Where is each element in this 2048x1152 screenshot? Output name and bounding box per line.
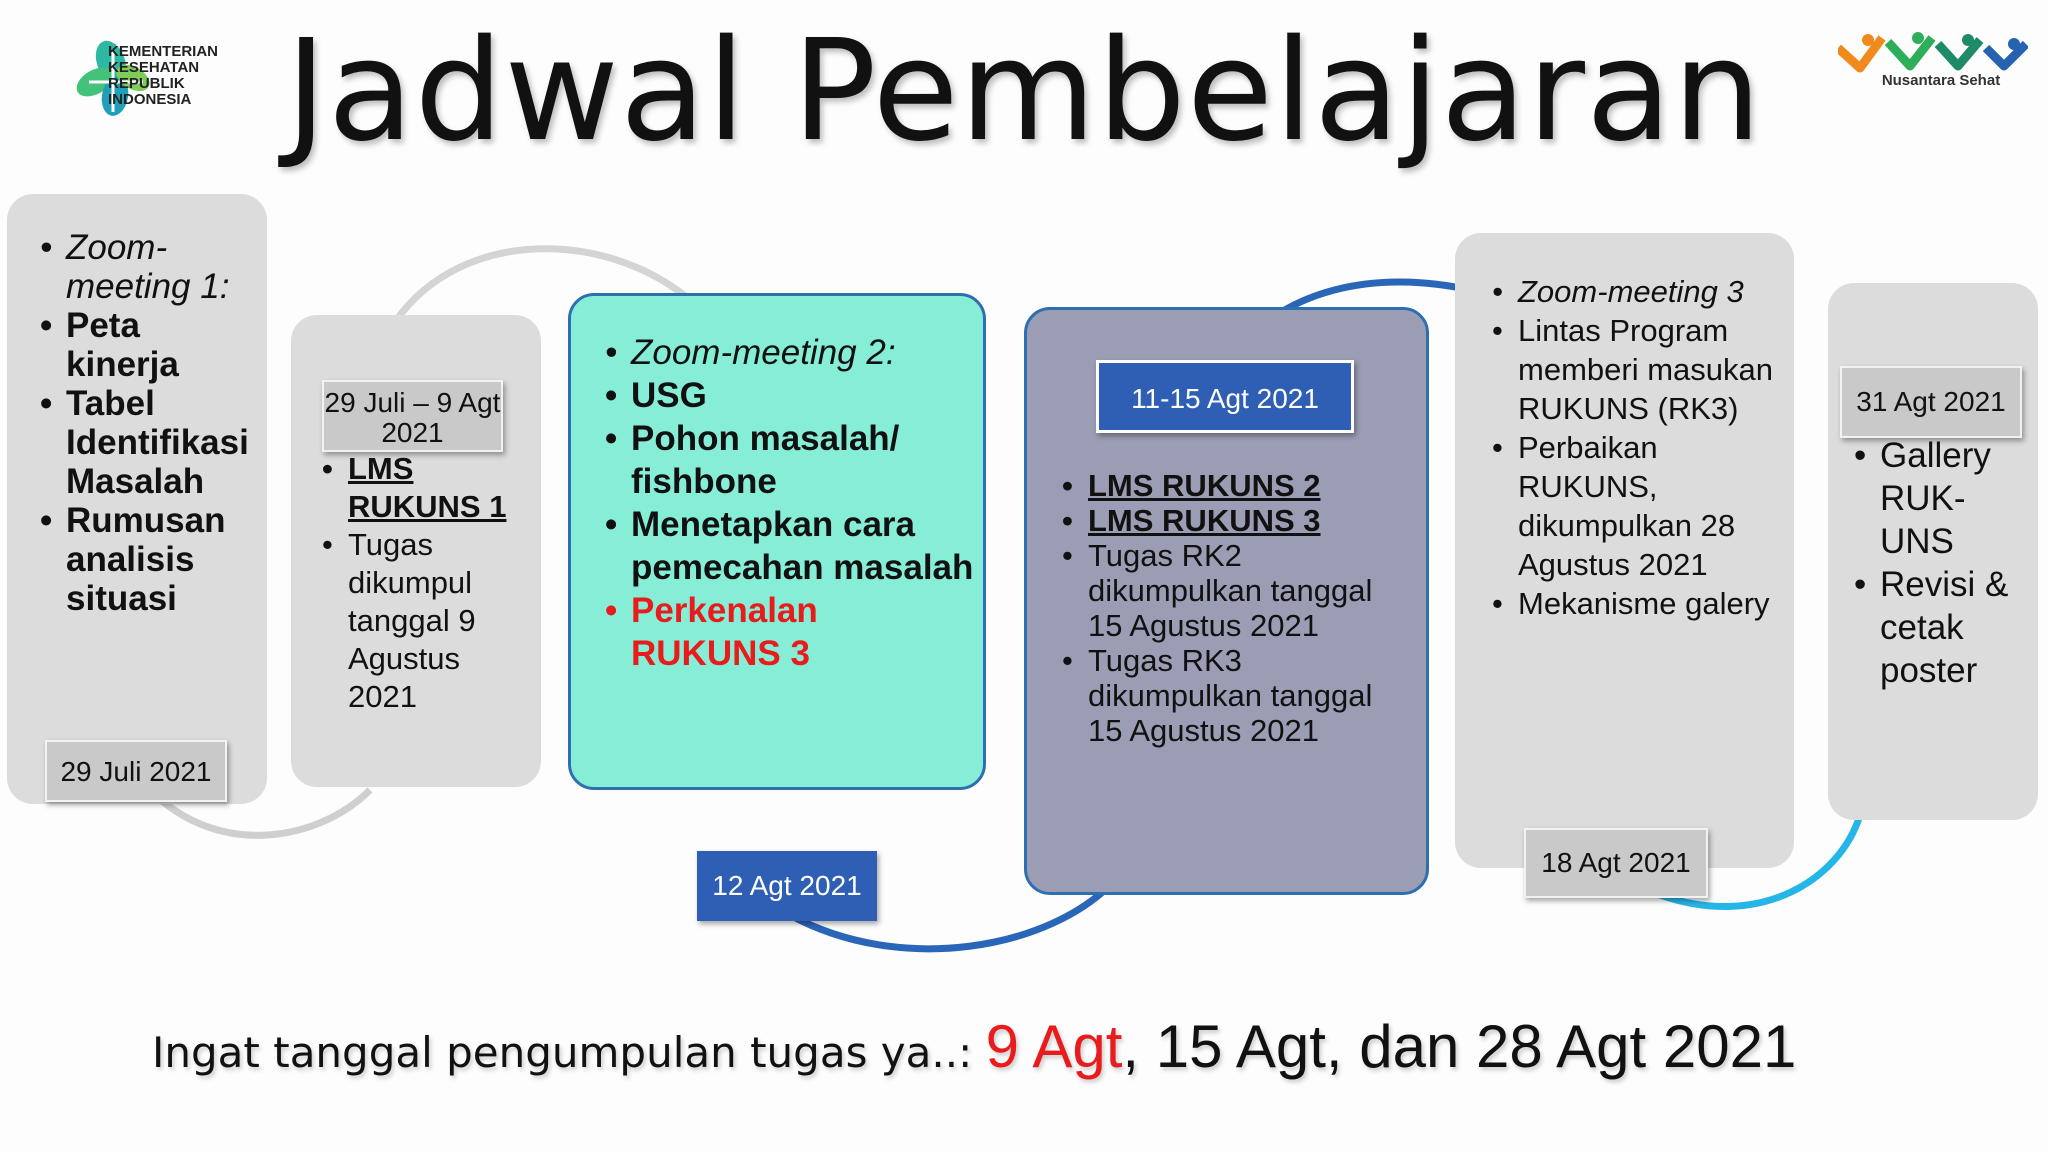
step-4-item-3: Tugas RK2 dikumpulkan tanggal 15 Agustus… — [1062, 538, 1412, 643]
step-5-item-2: Lintas Program memberi masukan RUKUNS (R… — [1492, 311, 1792, 428]
step-4-item-2: LMS RUKUNS 3 — [1062, 503, 1412, 538]
kemenkes-line-3: REPUBLIK — [108, 75, 185, 92]
kemenkes-wordmark: KEMENTERIAN KESEHATAN REPUBLIK INDONESIA — [108, 44, 218, 108]
deadline-reminder: Ingat tanggal pengumpulan tugas ya..: 9 … — [152, 1012, 1796, 1081]
step-5-item-1: Zoom-meeting 3 — [1492, 272, 1792, 311]
step-5-item-4: Mekanisme galery — [1492, 584, 1792, 623]
step-2-item-2: Tugas dikumpul tanggal 9 Agustus 2021 — [322, 526, 532, 716]
step-2-date-label: 29 Juli – 9 Agt 2021 — [322, 380, 503, 452]
page-title: Jadwal Pembelajaran — [285, 10, 1763, 173]
nusantara-sehat-icon — [1838, 32, 2028, 73]
step-3-item-2: USG — [605, 374, 975, 417]
step-6-item-1: Gallery RUK-UNS — [1854, 434, 2024, 563]
kemenkes-line-1: KEMENTERIAN — [108, 43, 219, 60]
blue-arc-bottom — [788, 877, 1118, 953]
step-1-date-label: 29 Juli 2021 — [45, 740, 227, 802]
step-4-item-4: Tugas RK3 dikumpulkan tanggal 15 Agustus… — [1062, 643, 1412, 748]
grey-arc-bottom — [147, 787, 373, 839]
step-1-content: Zoom-meeting 1: Peta kinerja Tabel Ident… — [40, 228, 255, 738]
reminder-lead: Ingat tanggal pengumpulan tugas ya..: — [152, 1028, 986, 1077]
reminder-highlight-date: 9 Agt — [985, 1013, 1123, 1080]
grey-arc-top — [387, 245, 693, 332]
kemenkes-line-4: INDONESIA — [108, 91, 192, 108]
step-3-item-4: Menetapkan cara pemecahan masalah — [605, 503, 975, 589]
step-3-item-5: Perkenalan RUKUNS 3 — [605, 589, 975, 675]
kemenkes-leaf-icon — [76, 40, 150, 116]
step-3-item-3: Pohon masalah/ fishbone — [605, 417, 975, 503]
step-5-content: Zoom-meeting 3 Lintas Program memberi ma… — [1492, 272, 1792, 623]
step-2-content: LMS RUKUNS 1 Tugas dikumpul tanggal 9 Ag… — [322, 450, 532, 716]
cyan-arc-bottom — [1658, 813, 1864, 910]
step-3-item-1: Zoom-meeting 2: — [605, 331, 975, 374]
step-4-date-label: 11-15 Agt 2021 — [1096, 360, 1354, 433]
step-5-date-label: 18 Agt 2021 — [1524, 828, 1708, 898]
step-3-content: Zoom-meeting 2: USG Pohon masalah/ fishb… — [605, 331, 975, 675]
step-2-item-1: LMS RUKUNS 1 — [322, 450, 532, 526]
reminder-other-dates: , 15 Agt, dan 28 Agt 2021 — [1122, 1013, 1797, 1080]
kemenkes-line-2: KESEHATAN — [108, 59, 200, 76]
step-1-item-3: Tabel Identifikasi Masalah — [40, 384, 255, 501]
step-3-date-label: 12 Agt 2021 — [697, 851, 877, 921]
step-5-item-3: Perbaikan RUKUNS, dikumpulkan 28 Agustus… — [1492, 428, 1792, 584]
step-1-item-2: Peta kinerja — [40, 306, 255, 384]
step-6-item-2: Revisi & cetak poster — [1854, 563, 2024, 692]
nusantara-sehat-wordmark: Nusantara Sehat — [1881, 72, 2001, 89]
step-1-item-4: Rumusan analisis situasi — [40, 501, 255, 618]
step-6-content: Gallery RUK-UNS Revisi & cetak poster — [1854, 434, 2024, 692]
step-1-item-1: Zoom-meeting 1: — [40, 228, 255, 306]
step-4-content: LMS RUKUNS 2 LMS RUKUNS 3 Tugas RK2 diku… — [1062, 468, 1412, 748]
step-6-date-label: 31 Agt 2021 — [1840, 366, 2022, 438]
step-4-item-1: LMS RUKUNS 2 — [1062, 468, 1412, 503]
